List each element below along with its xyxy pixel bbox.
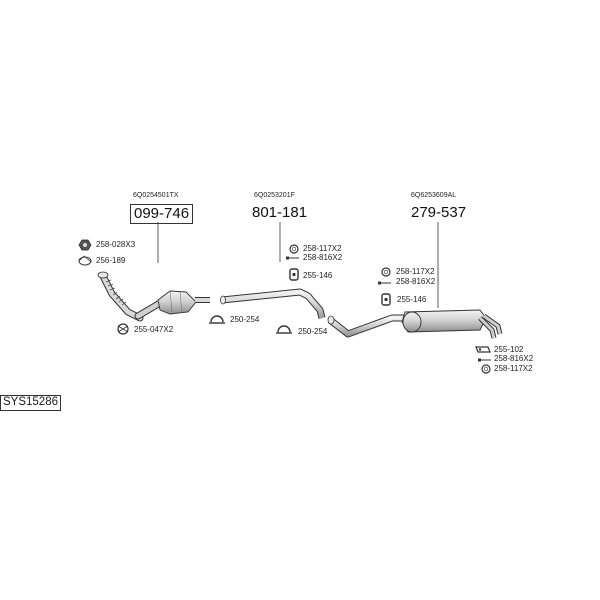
hanger-icon-tail	[475, 346, 491, 353]
gasket-icon	[78, 255, 92, 266]
system-code: SYS15286	[0, 395, 61, 411]
nut-icon	[78, 239, 92, 251]
rear-silencer	[327, 309, 503, 339]
label-spring-front[interactable]: 255-047X2	[134, 325, 174, 334]
oem-number-rear: 6Q6253609AL	[411, 192, 457, 199]
part-number-rear[interactable]: 279-537	[411, 204, 467, 221]
bolt-icon-rear	[378, 281, 391, 285]
bolt-icon-mid	[286, 256, 299, 260]
bolt-icon-tail	[478, 358, 491, 362]
label-gasket-front[interactable]: 256-189	[96, 256, 126, 265]
spring-bolt-icon	[117, 323, 129, 335]
label-hanger-tail[interactable]: 255-102	[494, 345, 524, 354]
catalytic-converter	[134, 290, 210, 320]
middle-pipe	[220, 288, 326, 319]
ring-icon-rear	[381, 267, 391, 277]
clamp-icon-b	[276, 325, 292, 334]
label-clamp-a[interactable]: 250-254	[230, 315, 260, 324]
hanger-icon-mid	[289, 268, 299, 281]
label-bolt-rear[interactable]: 258-816X2	[396, 277, 436, 286]
label-hanger-rear[interactable]: 255-146	[397, 295, 427, 304]
oem-number-middle: 6Q0253201F	[254, 192, 295, 199]
label-bolt-tail[interactable]: 258-816X2	[494, 354, 534, 363]
hanger-icon-rear	[381, 293, 391, 306]
part-number-middle[interactable]: 801-181	[252, 204, 308, 221]
clamp-icon-a	[209, 315, 225, 324]
label-clamp-b[interactable]: 250-254	[298, 327, 328, 336]
label-ring-tail[interactable]: 258-117X2	[494, 364, 533, 373]
label-nut-front[interactable]: 258-028X3	[96, 240, 136, 249]
oem-number-cat: 6Q0254501TX	[133, 192, 179, 199]
part-number-cat[interactable]: 099-746	[130, 204, 194, 224]
label-bolt-mid[interactable]: 258-816X2	[303, 253, 343, 262]
ring-icon-mid	[289, 244, 299, 254]
label-ring-rear[interactable]: 258-117X2	[396, 267, 435, 276]
label-ring-mid[interactable]: 258-117X2	[303, 244, 342, 253]
front-downpipe	[97, 271, 144, 322]
label-hanger-mid[interactable]: 255-146	[303, 271, 333, 280]
ring-icon-tail	[481, 364, 491, 374]
